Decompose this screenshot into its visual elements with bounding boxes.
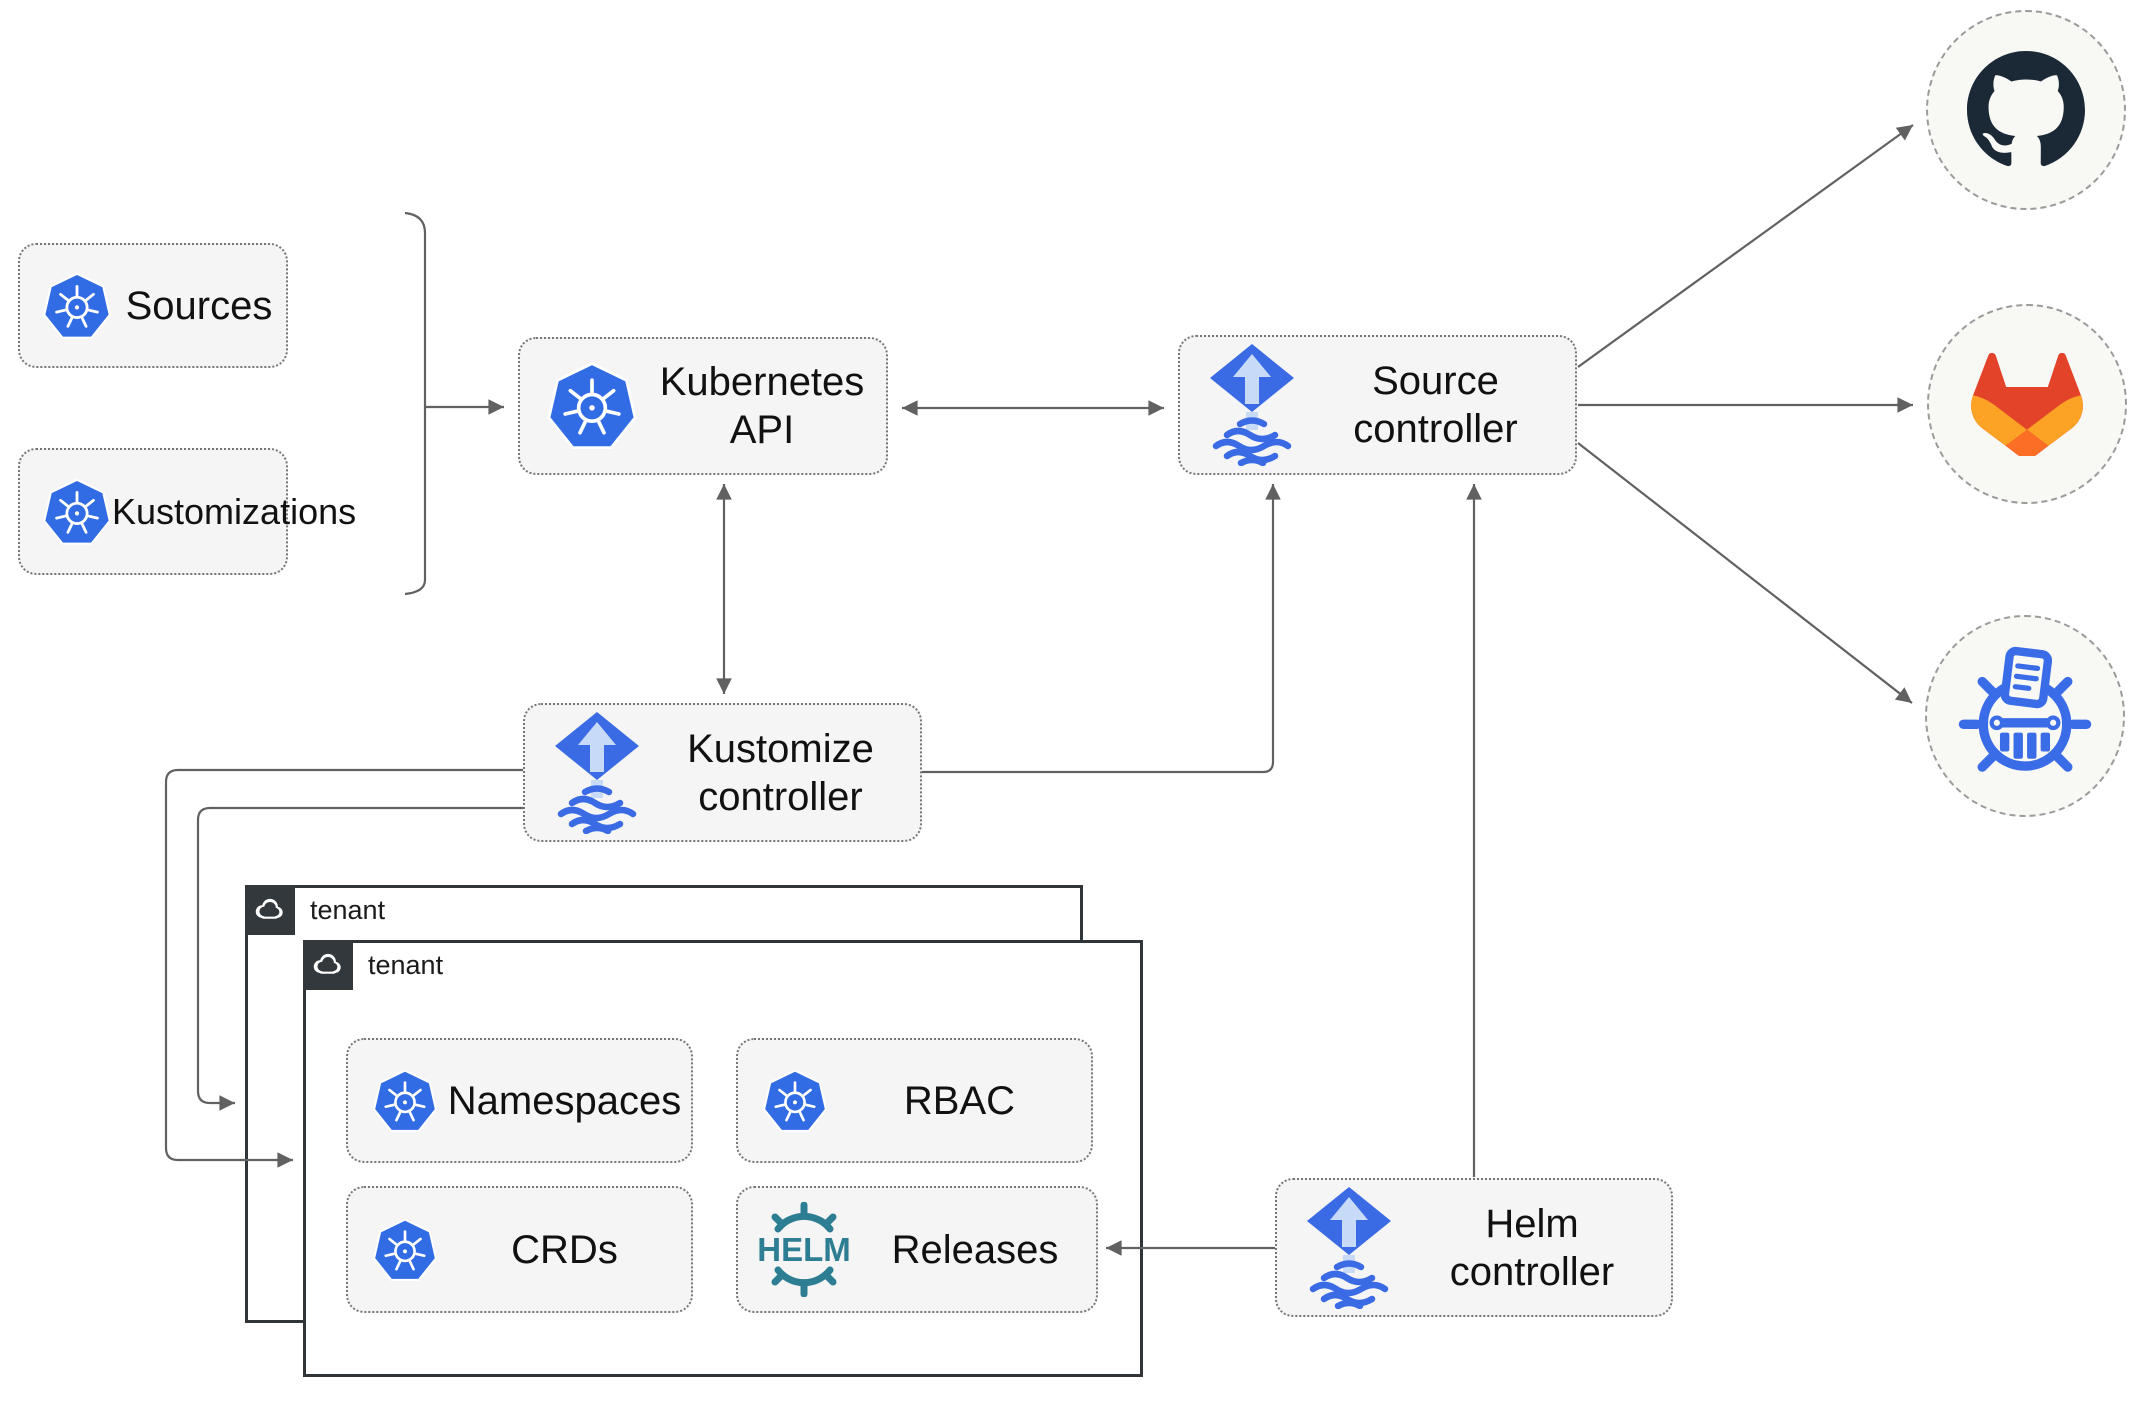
github-icon: [1967, 51, 2085, 167]
node-label: Sources: [125, 283, 273, 328]
gitlab-icon: [1971, 352, 2083, 456]
node-namespaces: Namespaces: [346, 1038, 693, 1163]
arrow-kustomize-to-source-controller: [922, 484, 1281, 774]
node-label: CRDs: [511, 1227, 618, 1272]
node-label: Kubernetes API: [659, 360, 865, 452]
node-kubernetes-api: Kubernetes API: [518, 337, 888, 475]
endpoint-github: [1926, 10, 2126, 210]
chartmuseum-icon: [1958, 646, 2092, 772]
cloud-icon: [245, 885, 295, 935]
kubernetes-icon: [42, 477, 112, 547]
kubernetes-icon: [42, 271, 112, 341]
endpoint-chartmuseum: [1925, 615, 2125, 817]
node-sources: Sources: [18, 243, 288, 368]
tenant-outer-label: tenant: [310, 894, 386, 925]
node-releases: HELM Releases: [736, 1186, 1098, 1313]
flux-icon: [1305, 1186, 1393, 1309]
node-kustomizations: Kustomizations: [18, 448, 356, 575]
kubernetes-icon: [762, 1068, 828, 1134]
flux-icon: [1208, 344, 1296, 466]
kubernetes-icon: [372, 1068, 438, 1134]
flux-icon: [553, 711, 641, 834]
kubernetes-icon: [546, 360, 638, 452]
cloud-icon: [303, 940, 353, 990]
node-label: Releases: [891, 1227, 1059, 1272]
node-label: Kustomizations: [112, 490, 357, 532]
node-label-line1: Helm: [1485, 1201, 1579, 1246]
cloud-icon: [313, 953, 341, 974]
endpoint-gitlab: [1927, 304, 2127, 504]
node-label-line2: controller: [1353, 407, 1518, 451]
node-rbac: RBAC: [736, 1038, 1093, 1163]
bracket-sources-group: [404, 211, 427, 596]
kubernetes-icon: [372, 1217, 438, 1283]
arrow-source-controller-to-github: [1577, 124, 1914, 368]
node-label: RBAC: [903, 1078, 1016, 1123]
helm-wheel-icon: HELM: [754, 1202, 854, 1297]
node-label-line2: controller: [698, 774, 863, 819]
tenant-inner-label: tenant: [368, 949, 444, 980]
cloud-icon: [255, 898, 283, 919]
node-label-line1: Source: [1372, 359, 1499, 403]
node-crds: CRDs: [346, 1186, 693, 1313]
helm-wordmark: HELM: [757, 1231, 851, 1268]
node-label-line2: controller: [1449, 1249, 1615, 1294]
arrow-source-controller-to-chartmuseum: [1577, 442, 1913, 704]
node-label: Namespaces: [447, 1078, 682, 1123]
node-label-line1: Kustomize: [687, 726, 874, 771]
tenant-box-inner: tenant Namespaces: [303, 940, 1143, 1377]
